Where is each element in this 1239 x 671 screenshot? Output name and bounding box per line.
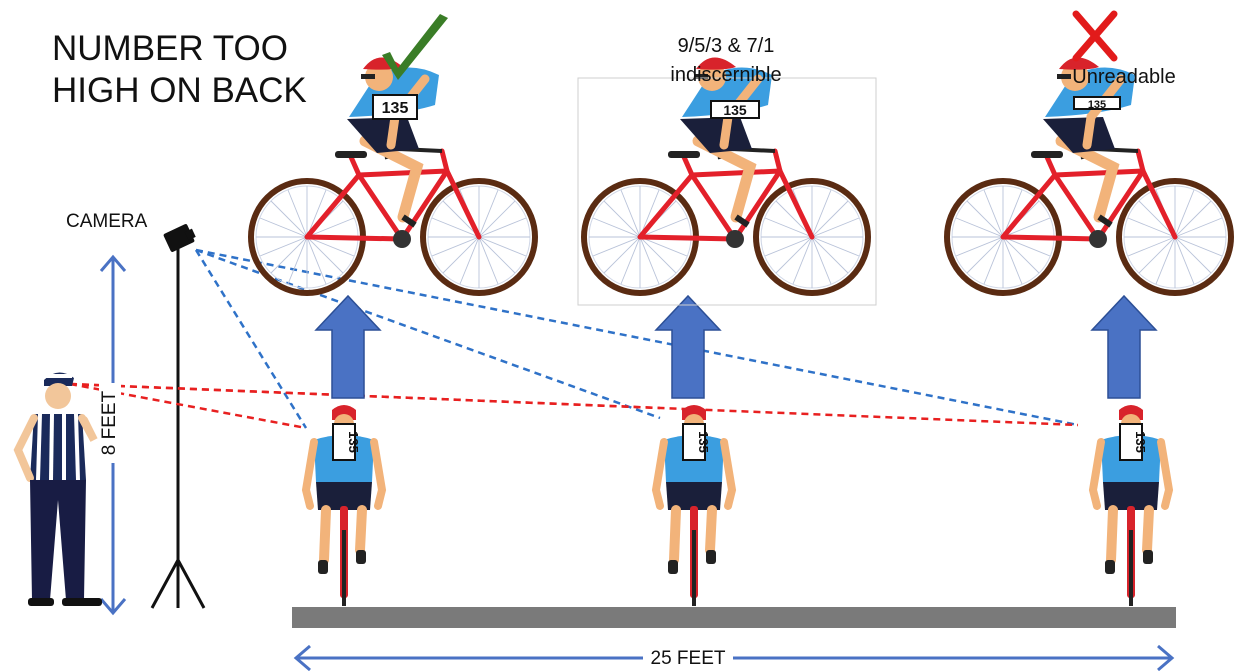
svg-text:135: 135 [1088,99,1106,111]
official-sightlines [69,382,1079,430]
title-line: HIGH ON BACK [52,71,307,110]
bib-placard-rear: 135 [332,423,361,461]
svg-text:135: 135 [382,100,409,117]
camera-sightlines [194,248,1079,429]
bib-placard-rear: 135 [1119,423,1148,461]
svg-text:135: 135 [1133,431,1148,453]
height-label: 8 FEET [99,383,121,463]
diagram-title: NUMBER TOO HIGH ON BACK [52,28,307,112]
up-arrow [314,294,382,399]
title-line: NUMBER TOO [52,29,288,68]
caption-line: indiscernible [670,64,782,86]
svg-text:135: 135 [723,102,747,118]
caption-line: 9/5/3 & 7/1 [677,35,775,57]
check-icon [382,14,448,80]
svg-text:135: 135 [346,431,361,453]
camera-icon [163,224,196,252]
camera-label: CAMERA [66,211,148,232]
cross-icon [1072,10,1118,62]
middle-caption: 9/5/3 & 7/1 indiscernible [596,32,856,90]
distance-label: 25 FEET [643,648,733,670]
camera-tripod [150,248,206,609]
right-caption: Unreadable [1072,66,1176,88]
road-surface [292,607,1176,628]
svg-text:135: 135 [696,431,711,453]
bib-placard: 135 [710,100,760,119]
bib-placard: 135 [1073,96,1121,111]
bib-placard: 135 [372,94,418,120]
middle-panel-frame [577,77,877,306]
up-arrow [1090,294,1158,399]
referee-figure [13,372,102,606]
cyclist-side-view [947,57,1231,293]
up-arrow [654,294,722,399]
bib-placard-rear: 135 [682,423,711,461]
cyclist-side-view [584,57,868,293]
distance-dimension-arrow [293,644,1175,671]
